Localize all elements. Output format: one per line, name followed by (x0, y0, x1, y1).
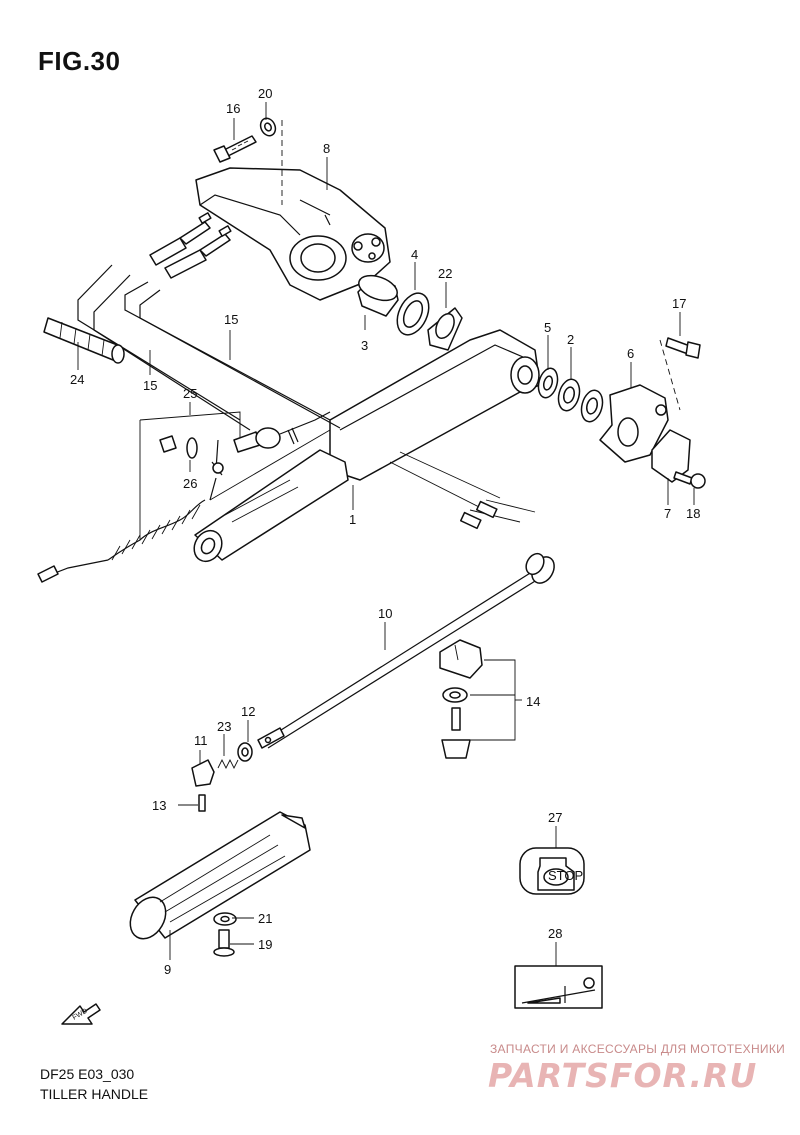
part-2-washer (557, 378, 604, 423)
part-16-bolt (213, 135, 257, 163)
callout-8: 8 (323, 141, 330, 156)
part-4-washer (396, 292, 430, 336)
leader-lines (77, 102, 695, 966)
callout-27: 27 (548, 810, 562, 825)
callout-1: 1 (349, 512, 356, 527)
fwd-arrow-icon: FWD (61, 1003, 101, 1025)
callout-22: 22 (438, 266, 452, 281)
part-5-washer (537, 367, 559, 399)
callout-18: 18 (686, 506, 700, 521)
callout-24: 24 (70, 372, 84, 387)
part-6-friction-block (599, 384, 669, 463)
callout-21: 21 (258, 911, 272, 926)
callout-23: 23 (217, 719, 231, 734)
callout-9: 9 (164, 962, 171, 977)
callout-12: 12 (241, 704, 255, 719)
part-8-tiller-bracket (195, 167, 391, 301)
callout-19: 19 (258, 937, 272, 952)
callout-3: 3 (361, 338, 368, 353)
callout-6: 6 (627, 346, 634, 361)
part-15-cables (77, 212, 341, 431)
part-3-bushing (357, 274, 399, 317)
part-17-bolt (665, 337, 701, 359)
callout-11: 11 (194, 733, 208, 748)
part-21-lock-washer (213, 912, 237, 926)
callout-16: 16 (226, 101, 240, 116)
callout-20: 20 (258, 86, 272, 101)
part-24-grip (43, 317, 125, 364)
part-9-twist-grip (129, 811, 311, 940)
callout-26: 26 (183, 476, 197, 491)
callout-5: 5 (544, 320, 551, 335)
part-22-plate (427, 307, 463, 351)
part-18-screw (673, 471, 706, 489)
callout-17: 17 (672, 296, 686, 311)
callout-7: 7 (664, 506, 671, 521)
callout-15a: 15 (224, 312, 238, 327)
callout-2: 2 (567, 332, 574, 347)
part-1-tiller-arm (193, 329, 541, 563)
callout-14: 14 (526, 694, 540, 709)
part-28-label (514, 965, 603, 1009)
part-10-throttle-rod (257, 552, 555, 749)
diagram-name: TILLER HANDLE (40, 1086, 149, 1102)
watermark-logo: PARTSFOR.RU (488, 1056, 758, 1095)
stop-plate-text: STOP (548, 868, 583, 883)
part-25-stop-switch (37, 411, 331, 583)
watermark-tagline: ЗАПЧАСТИ И АКСЕССУАРЫ ДЛЯ МОТОТЕХНИКИ (490, 1042, 786, 1056)
part-7-knob (651, 429, 691, 483)
part-11-clamp (191, 759, 215, 787)
callout-25: 25 (183, 386, 197, 401)
part-13-pin (198, 794, 206, 812)
callout-labels: 16 20 8 4 22 3 5 2 6 17 7 18 1 15 15 24 … (70, 86, 700, 977)
part-19-screw (213, 929, 235, 957)
model-code: DF25 E03_030 (40, 1066, 135, 1082)
part-12-collar (237, 742, 253, 762)
part-23-spring (217, 758, 239, 770)
figure-title: FIG.30 (38, 46, 121, 76)
callout-28: 28 (548, 926, 562, 941)
part-20-washer (259, 117, 277, 137)
callout-15b: 15 (143, 378, 157, 393)
part-27-stop-plate: STOP (519, 847, 585, 895)
callout-13: 13 (152, 798, 166, 813)
part-14-adjuster (439, 639, 516, 759)
callout-4: 4 (411, 247, 418, 262)
callout-10: 10 (378, 606, 392, 621)
